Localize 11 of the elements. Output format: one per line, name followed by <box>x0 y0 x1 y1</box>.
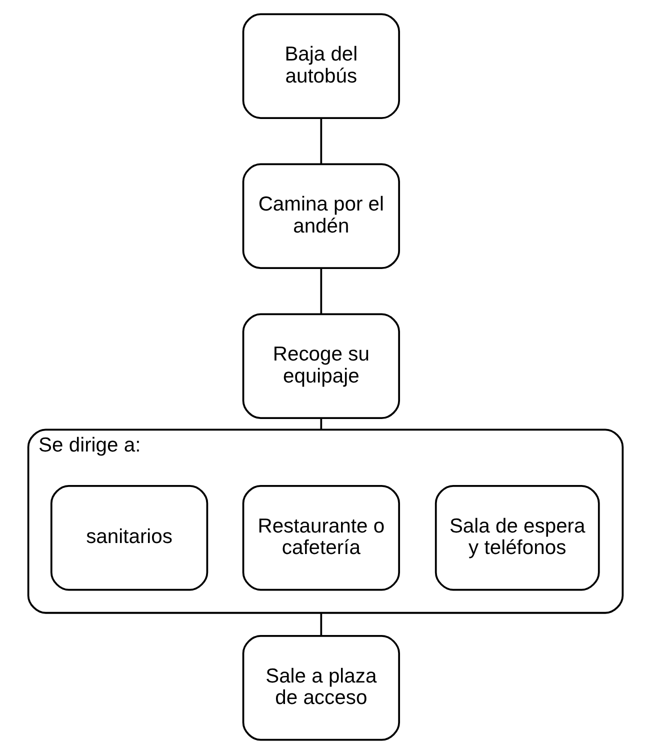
node-box: Restaurante o cafetería <box>242 484 400 591</box>
node-box: Sala de espera y teléfonos <box>434 484 600 591</box>
node-box: Camina por el andén <box>242 163 400 270</box>
node-box: Sale a plaza de acceso <box>242 635 400 741</box>
connector <box>320 118 322 164</box>
connector <box>320 418 322 430</box>
node-box: Recoge su equipaje <box>242 313 400 420</box>
connector <box>320 612 322 636</box>
node-box: sanitarios <box>50 484 208 591</box>
connector <box>320 268 322 314</box>
node-box: Baja del autobús <box>242 13 400 119</box>
